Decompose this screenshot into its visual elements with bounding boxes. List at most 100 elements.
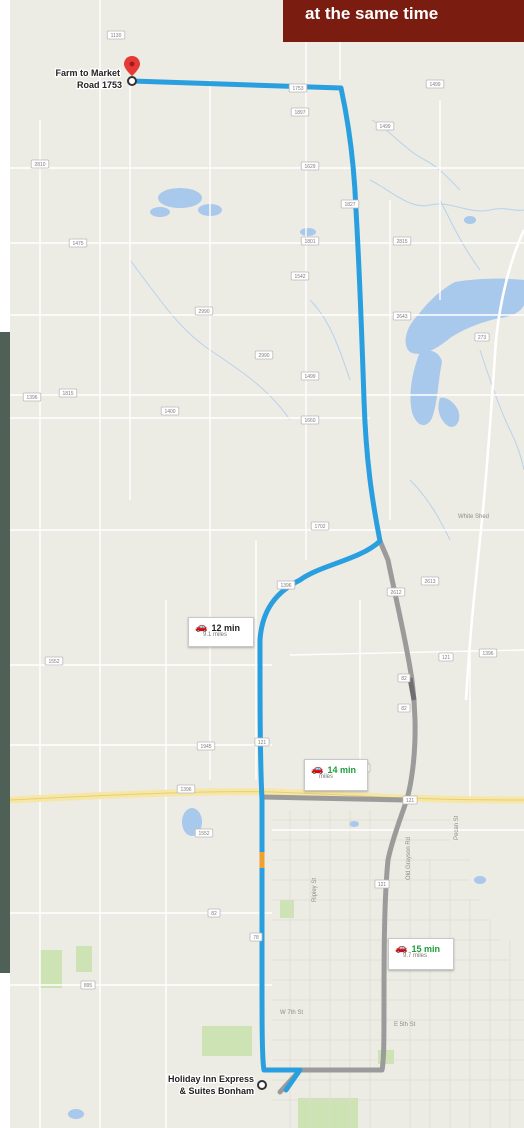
road-shields: 1130 1753 1499 1897 1499 2810 1629 1827 1475 1801… bbox=[22, 30, 498, 990]
road-shield: 1827 bbox=[340, 199, 360, 209]
road-shield-label: 2815 bbox=[396, 239, 407, 245]
road-shield: 273 bbox=[474, 332, 490, 342]
road-shield-label: 1827 bbox=[344, 202, 355, 208]
road-shield: 1499 bbox=[425, 79, 445, 89]
origin-circle-icon[interactable] bbox=[127, 76, 137, 86]
road-shield-label: 1945 bbox=[200, 744, 211, 750]
road-shield: 1660 bbox=[300, 415, 320, 425]
road-shield: 2643 bbox=[392, 311, 412, 321]
destination-circle-icon[interactable] bbox=[257, 1080, 267, 1090]
road-shield: 121 bbox=[254, 737, 270, 747]
road-shield-label: 1542 bbox=[294, 274, 305, 280]
road-shield-label: 2613 bbox=[424, 579, 435, 585]
road-shield-label: 1400 bbox=[164, 409, 175, 415]
caption-text: at the same time bbox=[305, 4, 439, 23]
road-shield-label: 1499 bbox=[429, 82, 440, 88]
road-shield: 121 bbox=[402, 795, 418, 805]
road-shield-label: 1475 bbox=[72, 241, 83, 247]
road-shield: 1475 bbox=[68, 238, 88, 248]
street-label: E 5th St bbox=[394, 1022, 416, 1028]
route-distance: 9.1 miles bbox=[203, 632, 228, 638]
road-shield-label: 1552 bbox=[48, 659, 59, 665]
road-shield-label: 895 bbox=[84, 983, 93, 989]
road-shield-label: 1499 bbox=[379, 124, 390, 130]
road-shield: 1400 bbox=[160, 406, 180, 416]
lake bbox=[405, 278, 524, 354]
road-shield-label: 1396 bbox=[482, 651, 493, 657]
lake-arm bbox=[410, 350, 442, 426]
road-shield: 1396 bbox=[22, 392, 42, 402]
route-time: 12 min bbox=[211, 622, 240, 633]
road-shield: 2612 bbox=[386, 587, 406, 597]
road-shield-label: 1815 bbox=[62, 391, 73, 397]
road-shield-label: 82 bbox=[211, 911, 217, 917]
car-icon: 🚗 bbox=[395, 943, 408, 954]
road-shield: 2810 bbox=[30, 159, 50, 169]
road-shield: 1815 bbox=[58, 388, 78, 398]
street-label: Ripley St bbox=[312, 878, 318, 902]
road-shield-label: 1702 bbox=[314, 524, 325, 530]
selected-route bbox=[129, 78, 383, 1093]
road-shield: 1801 bbox=[300, 236, 320, 246]
route-callout-12-min[interactable]: 🚗 12 min 9.1 miles bbox=[188, 617, 254, 647]
route-callout-15-min[interactable]: 🚗 15 min 9.7 miles bbox=[388, 938, 454, 970]
road-shield: 1499 bbox=[300, 371, 320, 381]
road-shield-label: 1897 bbox=[294, 110, 305, 116]
pond bbox=[474, 876, 486, 884]
road-shield: 1396 bbox=[276, 580, 296, 590]
route-time: 14 min bbox=[327, 764, 356, 775]
car-icon: 🚗 bbox=[311, 764, 324, 775]
road-shield-label: 2990 bbox=[258, 353, 269, 359]
origin-marker[interactable] bbox=[124, 56, 140, 86]
pond bbox=[68, 1109, 84, 1119]
road-shield: 1897 bbox=[290, 107, 310, 117]
destination-label-line2: & Suites Bonham bbox=[179, 1086, 254, 1096]
route-distance: 9.7 miles bbox=[403, 953, 428, 959]
route-distance: miles bbox=[319, 774, 334, 780]
road-shield: 1552 bbox=[44, 656, 64, 666]
road-shield-label: 1660 bbox=[304, 418, 315, 424]
water-features bbox=[68, 188, 524, 1119]
road-shield-label: 2990 bbox=[198, 309, 209, 315]
road-shield: 1629 bbox=[300, 161, 320, 171]
road-shield: 2613 bbox=[420, 576, 440, 586]
map-canvas[interactable]: 1130 1753 1499 1897 1499 2810 1629 1827 1475 1801… bbox=[10, 0, 524, 1128]
road-shield: 1130 bbox=[106, 30, 126, 40]
caption-banner: at the same time bbox=[283, 0, 524, 42]
road-shield: 82 bbox=[207, 908, 221, 918]
lake-arm-2 bbox=[438, 397, 460, 427]
white-shed-label: White Shed bbox=[458, 514, 489, 520]
road-shield-label: 2643 bbox=[396, 314, 407, 320]
road-shield: 1552 bbox=[194, 828, 214, 838]
origin-label-line1: Farm to Market bbox=[55, 68, 120, 78]
road-shield-label: 82 bbox=[401, 676, 407, 682]
road-shield-label: 121 bbox=[258, 740, 267, 746]
side-panel bbox=[0, 332, 10, 973]
highway-273 bbox=[464, 229, 524, 701]
street-label: Pecan St bbox=[454, 815, 460, 840]
alt-route-14-min bbox=[259, 794, 409, 803]
road-shield: 2815 bbox=[392, 236, 412, 246]
route-time: 15 min bbox=[411, 943, 440, 954]
road-shield-label: 1753 bbox=[292, 86, 303, 92]
road-shield: 1945 bbox=[196, 741, 216, 751]
road-shield-label: 78 bbox=[253, 935, 259, 941]
road-shield-label: 121 bbox=[378, 882, 387, 888]
road-shield-label: 273 bbox=[478, 335, 487, 341]
pond bbox=[150, 207, 170, 217]
road-shield-label: 1801 bbox=[304, 239, 315, 245]
route-callout-14-min[interactable]: 🚗 14 min miles bbox=[304, 759, 368, 791]
map-view[interactable]: 1130 1753 1499 1897 1499 2810 1629 1827 1475 1801… bbox=[10, 0, 524, 1128]
road-shield-label: 1396 bbox=[280, 583, 291, 589]
creeks bbox=[129, 119, 524, 541]
road-shield: 1702 bbox=[310, 521, 330, 531]
pond bbox=[158, 188, 202, 208]
road-shield: 82 bbox=[397, 703, 411, 713]
road-shield: 895 bbox=[80, 980, 96, 990]
street-label: W 7th St bbox=[280, 1010, 303, 1016]
road-shield-label: 1396 bbox=[26, 395, 37, 401]
road-shield: 121 bbox=[374, 879, 390, 889]
road-shield-label: 1499 bbox=[304, 374, 315, 380]
road-shield: 2990 bbox=[194, 306, 214, 316]
road-shield-label: 2810 bbox=[34, 162, 45, 168]
